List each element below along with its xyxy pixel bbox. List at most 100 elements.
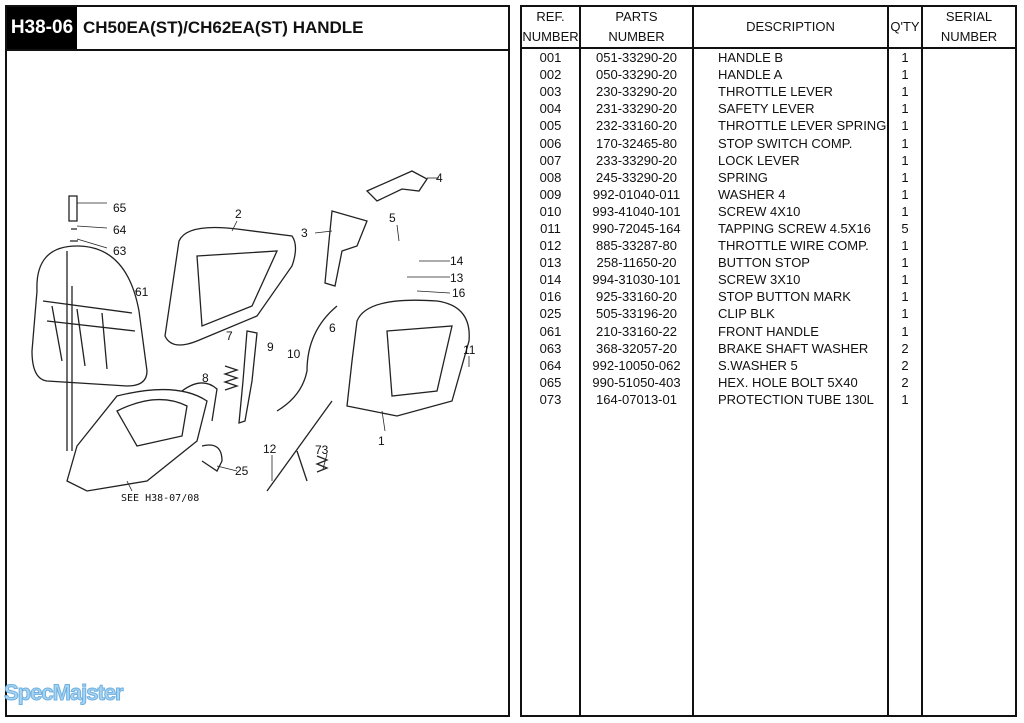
ref-number-cell: 013 [522,254,581,272]
parts-number-cell: 232-33160-20 [580,117,694,135]
ref-number-cell: 011 [522,219,581,238]
qty-cell: 1 [888,237,923,255]
serial-number-cell [922,305,1015,322]
serial-number-cell [922,48,1015,66]
description-cell: BUTTON STOP [693,254,889,272]
callout-6: 6 [329,321,336,335]
ref-number-cell: 063 [522,339,581,357]
serial-number-cell [922,220,1015,237]
qty-cell: 1 [888,185,923,203]
description-cell: STOP BUTTON MARK [693,288,889,306]
ref-number-cell: 009 [522,185,581,203]
qty-cell: 1 [888,322,923,340]
parts-number-cell: 990-72045-164 [580,219,694,238]
description-cell: THROTTLE WIRE COMP. [693,237,889,255]
callout-64: 64 [113,223,127,237]
description-cell: WASHER 4 [693,185,889,203]
description-cell: LOCK LEVER [693,151,889,169]
ref-number-cell: 065 [522,373,581,391]
description-cell: THROTTLE LEVER SPRING [693,117,889,135]
qty-cell: 1 [888,151,923,169]
parts-number-cell: 993-41040-101 [580,202,694,220]
callout-7: 7 [226,329,233,343]
description-cell: HANDLE B [693,48,889,67]
description-cell: S.WASHER 5 [693,356,889,374]
parts-number-cell: 925-33160-20 [580,288,694,306]
callout-16: 16 [452,286,466,300]
parts-number-cell: 990-51050-403 [580,373,694,391]
qty-cell: 1 [888,288,923,306]
col-ref-number: REF.NUMBER [522,7,581,49]
qty-cell: 5 [888,219,923,238]
callout-14: 14 [450,254,464,268]
parts-number-cell: 051-33290-20 [580,48,694,67]
qty-cell: 1 [888,390,923,408]
qty-cell: 2 [888,339,923,357]
front-handle-drawing [31,245,148,387]
parts-number-cell: 994-31030-101 [580,271,694,289]
callout-5: 5 [389,211,396,225]
callout-11: 11 [463,343,476,357]
callout-10: 10 [287,347,301,361]
serial-number-cell [922,152,1015,169]
parts-number-cell: 170-32465-80 [580,134,694,152]
description-cell: SCREW 3X10 [693,271,889,289]
callout-63: 63 [113,244,127,258]
handle-b-drawing [164,226,297,346]
description-cell: HANDLE A [693,66,889,84]
leader-lines [76,177,470,492]
ref-number-cell: 010 [522,202,581,220]
ref-number-cell: 003 [522,83,581,101]
serial-number-cell [922,83,1015,100]
col-description: DESCRIPTION [693,7,889,49]
qty-cell: 1 [888,271,923,289]
qty-cell: 1 [888,100,923,118]
callout-8: 8 [202,371,209,385]
qty-cell: 1 [888,202,923,220]
callout-12: 12 [263,442,277,456]
serial-number-cell [922,117,1015,134]
handle-a-drawing [346,299,470,417]
callout-13: 13 [450,271,464,285]
ref-number-cell: 005 [522,117,581,135]
ref-number-cell: 007 [522,151,581,169]
serial-number-cell [922,134,1015,151]
parts-number-cell: 245-33290-20 [580,168,694,186]
description-cell: HEX. HOLE BOLT 5X40 [693,373,889,391]
description-cell: THROTTLE LEVER [693,83,889,101]
see-reference-note: SEE H38-07/08 [121,493,199,504]
callout-61: 61 [135,285,149,299]
serial-number-cell [922,357,1015,374]
ref-number-cell: 002 [522,66,581,84]
ref-number-cell: 025 [522,305,581,323]
qty-cell: 2 [888,356,923,374]
parts-number-cell: 992-01040-011 [580,185,694,203]
callout-73: 73 [315,443,329,457]
ref-number-cell: 001 [522,48,581,67]
qty-cell: 1 [888,168,923,186]
serial-number-cell [922,66,1015,83]
serial-number-cell [922,100,1015,117]
qty-cell: 1 [888,254,923,272]
ref-number-cell: 016 [522,288,581,306]
parts-number-cell: 210-33160-22 [580,322,694,340]
serial-number-cell [922,254,1015,271]
parts-number-cell: 992-10050-062 [580,356,694,374]
description-cell: PROTECTION TUBE 130L [693,390,889,408]
description-cell: STOP SWITCH COMP. [693,134,889,152]
description-cell: BRAKE SHAFT WASHER [693,339,889,357]
